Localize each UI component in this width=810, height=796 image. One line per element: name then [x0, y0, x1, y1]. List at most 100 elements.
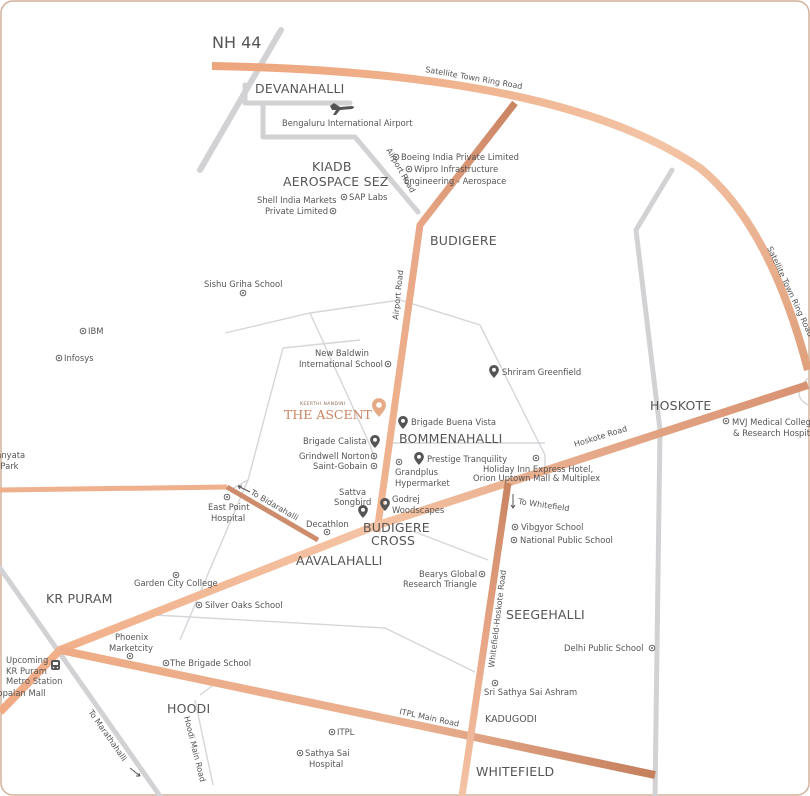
arrow-icon: [510, 494, 516, 509]
svg-text:Shell India Markets: Shell India Markets: [257, 195, 336, 205]
svg-text:Holiday Inn Express Hotel,: Holiday Inn Express Hotel,: [483, 464, 593, 474]
svg-text:Tech Park: Tech Park: [0, 461, 19, 471]
svg-text:KR Puram: KR Puram: [6, 666, 47, 676]
svg-text:Wipro Infrastructure: Wipro Infrastructure: [414, 164, 498, 174]
area-whitefield: WHITEFIELD: [476, 764, 554, 779]
poi-garden-city: Garden City College: [134, 571, 218, 588]
project-pins: Shriram Greenfield Brigade Buena Vista B…: [303, 365, 581, 518]
area-aerospace-sez: AEROSPACE SEZ: [283, 174, 389, 189]
bidarahalli-road: [0, 484, 228, 493]
poi-holiday-inn: Holiday Inn Express Hotel,Orion Uptown M…: [473, 454, 600, 483]
svg-text:Hospital: Hospital: [309, 759, 343, 769]
to-bidarahalli-road: [225, 484, 320, 543]
svg-text:Orion Uptown Mall & Multiplex: Orion Uptown Mall & Multiplex: [473, 473, 600, 483]
svg-text:Boeing India Private Limited: Boeing India Private Limited: [401, 152, 519, 162]
hoskote-vertical-road: [633, 167, 675, 796]
svg-text:Research Triangle: Research Triangle: [403, 579, 477, 589]
arrow-icon: [129, 767, 141, 777]
svg-text:ITPL: ITPL: [337, 727, 355, 737]
svg-text:Hospital: Hospital: [211, 513, 245, 523]
minor-roads: [0, 27, 809, 796]
poi-sishu: Sishu Griha School: [204, 279, 282, 297]
nh44-label: NH 44: [212, 33, 261, 52]
area-aavalahalli: AAVALAHALLI: [296, 553, 383, 568]
whitefield-hoskote-road: [458, 482, 512, 796]
arrow-icon: [237, 485, 251, 493]
pin-shriram: Shriram Greenfield: [489, 365, 581, 378]
svg-text:Delhi Public School: Delhi Public School: [564, 643, 643, 653]
poi-decathlon: Decathlon: [306, 519, 349, 536]
svg-text:Phoenix: Phoenix: [115, 632, 148, 642]
svg-text:Godrej: Godrej: [392, 494, 420, 504]
airplane-icon: [330, 103, 354, 115]
pin-prestige: Prestige Tranquility: [414, 452, 507, 465]
svg-text:CROSS: CROSS: [371, 533, 415, 548]
svg-text:Private Limited: Private Limited: [265, 206, 328, 216]
airport-road: [373, 100, 518, 533]
poi-brigade-school: The Brigade School: [162, 658, 251, 668]
svg-text:International School: International School: [299, 359, 383, 369]
area-budigere-cross: BUDIGERE: [363, 520, 430, 535]
svg-text:Sathya Sai: Sathya Sai: [305, 748, 350, 758]
svg-text:Vibgyor School: Vibgyor School: [521, 522, 584, 532]
pin-calista: Brigade Calista: [303, 435, 380, 448]
svg-text:The Brigade School: The Brigade School: [169, 658, 251, 668]
svg-text:Sishu Griha School: Sishu Griha School: [204, 279, 282, 289]
area-kr-puram: KR PURAM: [46, 591, 113, 606]
project-brand: KEERTHI NANDINI: [300, 401, 346, 407]
satellite-town-ring-road: [211, 62, 810, 372]
poi-sathya-ashram: Sri Sathya Sai Ashram: [484, 679, 577, 697]
area-hoskote: HOSKOTE: [650, 398, 711, 413]
project-name: THE ASCENT: [284, 407, 373, 422]
poi-gopalan: Gopalan Mall: [0, 688, 46, 698]
poi-boeing: Boeing India Private Limited: [392, 152, 519, 162]
svg-text:Shriram Greenfield: Shriram Greenfield: [502, 367, 581, 377]
poi-dps: Delhi Public School: [564, 643, 656, 653]
svg-text:MVJ Medical College: MVJ Medical College: [732, 417, 810, 427]
project-the-ascent[interactable]: KEERTHI NANDINI THE ASCENT: [284, 398, 386, 422]
svg-text:Saint-Gobain: Saint-Gobain: [313, 461, 367, 471]
svg-text:IBM: IBM: [88, 326, 103, 336]
svg-text:Bearys Global: Bearys Global: [419, 569, 477, 579]
poi-infosys: Infosys: [55, 353, 94, 363]
svg-text:& Research Hospital: & Research Hospital: [733, 428, 810, 438]
hoskote-road: [0, 381, 810, 715]
svg-text:Woodscapes: Woodscapes: [392, 505, 444, 515]
poi-vibgyor: Vibgyor School: [511, 522, 584, 532]
svg-text:Garden City College: Garden City College: [134, 578, 218, 588]
svg-text:Brigade Buena Vista: Brigade Buena Vista: [411, 417, 496, 427]
svg-text:Grindwell Norton: Grindwell Norton: [299, 451, 370, 461]
area-budigere: BUDIGERE: [430, 233, 497, 248]
svg-text:East Point: East Point: [208, 502, 250, 512]
area-kiadb: KIADB: [312, 159, 352, 174]
poi-itpl: ITPL: [328, 727, 355, 737]
pin-buena-vista: Brigade Buena Vista: [398, 416, 496, 429]
area-devanahalli: DEVANAHALLI: [255, 81, 345, 96]
svg-text:Brigade Calista: Brigade Calista: [303, 436, 367, 446]
area-bommenahalli: BOMMENAHALLI: [399, 431, 503, 446]
poi-nps: National Public School: [510, 535, 613, 545]
svg-text:Gopalan Mall: Gopalan Mall: [0, 688, 46, 698]
svg-text:Marketcity: Marketcity: [109, 643, 153, 653]
svg-text:Upcoming: Upcoming: [6, 655, 48, 665]
marathahalli-road: [0, 565, 163, 796]
poi-labels: Boeing India Private Limited Wipro Infra…: [0, 152, 810, 769]
svg-text:SAP Labs: SAP Labs: [349, 192, 387, 202]
svg-text:Metro Station: Metro Station: [6, 676, 62, 686]
area-kadugodi: KADUGODI: [485, 714, 537, 725]
svg-text:Manyata: Manyata: [0, 450, 25, 460]
svg-text:Infosys: Infosys: [64, 353, 94, 363]
svg-text:Decathlon: Decathlon: [306, 519, 349, 529]
poi-sap: SAP Labs: [340, 192, 387, 202]
